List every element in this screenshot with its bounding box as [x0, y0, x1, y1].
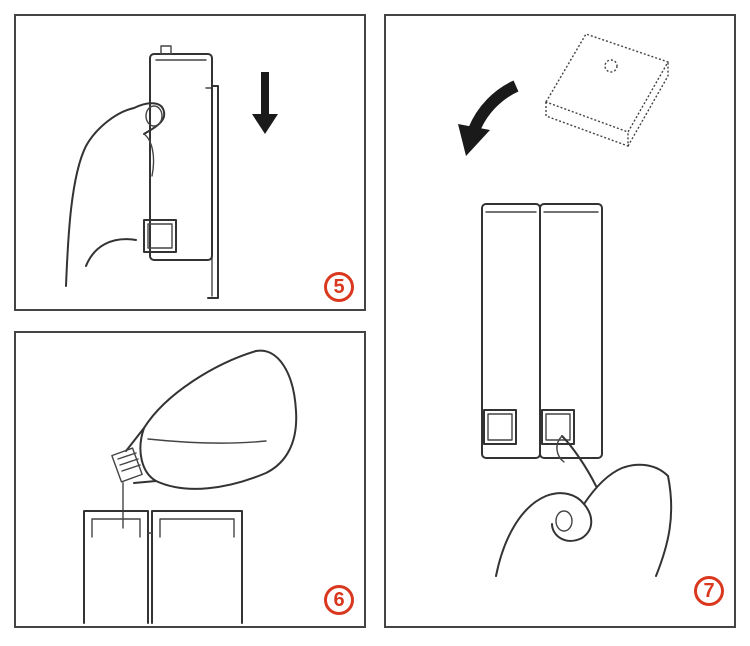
step-number-badge: 5: [324, 272, 354, 302]
hand: [65, 102, 166, 287]
bottle: [111, 349, 298, 490]
lid: [544, 33, 670, 148]
step-number-badge: 6: [324, 585, 354, 615]
arrow-down-icon: [252, 72, 278, 134]
step-number-badge: 7: [694, 576, 724, 606]
step-7-panel: 7: [384, 14, 736, 628]
step-5-illustration: [65, 45, 278, 299]
double-dispenser: [481, 203, 603, 459]
step-6-illustration: [83, 349, 298, 624]
step-5-panel: 5: [14, 14, 366, 311]
dispenser-body: [143, 45, 213, 261]
hand: [495, 435, 673, 577]
curved-arrow-icon: [458, 80, 519, 156]
step-7-illustration: [458, 33, 673, 577]
dispenser-reservoirs: [83, 510, 243, 624]
step-6-panel: 6: [14, 331, 366, 628]
